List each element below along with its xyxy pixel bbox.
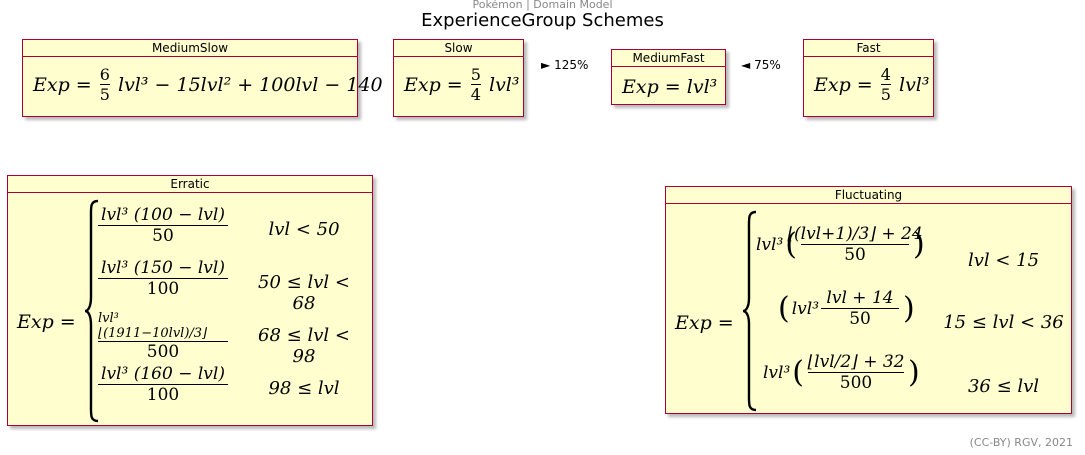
- class-title-medium-slow: MediumSlow: [23, 40, 357, 57]
- denominator: 100: [146, 385, 180, 405]
- denominator: 5: [880, 85, 891, 104]
- class-box-erratic[interactable]: Erratic Exp = lvl³ (100 − lvl)50 lvl³ (1…: [7, 175, 373, 426]
- close-paren-icon: ): [913, 227, 925, 262]
- formula-rest: lvl³: [686, 76, 718, 98]
- erratic-case-4-fraction: lvl³ (160 − lvl)100: [98, 364, 228, 405]
- numerator: lvl³ ⌊(1911−10lvl)/3⌋: [98, 311, 208, 341]
- arrow-right-icon: ►: [541, 58, 551, 72]
- erratic-case-1-fraction: lvl³ (100 − lvl)50: [98, 205, 228, 246]
- class-title-slow: Slow: [394, 40, 523, 57]
- diagram-footer: (CC-BY) RGV, 2021: [969, 436, 1073, 449]
- arrow-left-icon: ◄: [741, 58, 751, 72]
- lvl-cubed: lvl³: [763, 362, 791, 383]
- relation-label: 75%: [754, 58, 781, 72]
- class-box-fast[interactable]: Fast Exp = 4 5 lvl³: [803, 39, 934, 117]
- lvl-cubed: lvl³: [791, 298, 820, 319]
- class-title-medium-fast: MediumFast: [612, 50, 725, 67]
- fraction: 6 5: [99, 65, 110, 104]
- left-brace-icon: [742, 210, 757, 412]
- numerator: lvl + 14: [826, 288, 894, 308]
- class-title-erratic: Erratic: [8, 176, 372, 193]
- denominator: 50: [152, 226, 174, 246]
- erratic-case-2-condition: 50 ≤ lvl < 68: [258, 272, 350, 314]
- left-brace-icon: [84, 199, 99, 423]
- class-title-fluctuating: Fluctuating: [666, 187, 1071, 204]
- open-paren-icon: (: [785, 227, 798, 262]
- exp-label: Exp =: [622, 76, 681, 98]
- class-box-medium-slow[interactable]: MediumSlow Exp = 6 5 lvl³ − 15lvl² + 100…: [22, 39, 383, 117]
- exp-label: Exp =: [17, 311, 76, 333]
- open-paren-icon: (: [792, 355, 805, 390]
- fraction: 5 4: [470, 65, 481, 104]
- exp-label: Exp =: [404, 73, 463, 96]
- relation-label: 125%: [554, 58, 589, 72]
- erratic-case-2-fraction: lvl³ (150 − lvl)100: [98, 258, 228, 299]
- numerator: 6: [99, 65, 110, 84]
- numerator: 5: [470, 65, 481, 84]
- denominator: 4: [470, 85, 481, 104]
- denominator: 100: [146, 279, 180, 299]
- formula-rest: lvl³: [489, 73, 520, 96]
- denominator: 500: [839, 373, 873, 393]
- lvl-cubed: lvl³: [756, 234, 784, 255]
- exp-label: Exp =: [33, 73, 92, 96]
- relation-fast-to-medium-fast: ◄ 75%: [741, 58, 781, 72]
- relation-slow-to-medium-fast: ► 125%: [541, 58, 588, 72]
- erratic-case-4-condition: 98 ≤ lvl: [268, 378, 340, 399]
- diagram-title: ExperienceGroup Schemes: [421, 10, 664, 31]
- numerator: ⌊lvl/2⌋ + 32: [807, 352, 905, 372]
- exp-label: Exp =: [675, 312, 734, 334]
- denominator: 50: [849, 309, 871, 329]
- close-paren-icon: ): [908, 355, 920, 390]
- fluctuating-case-3-condition: 36 ≤ lvl: [967, 376, 1040, 397]
- close-paren-icon: ): [903, 291, 915, 326]
- erratic-case-3-condition: 68 ≤ lvl < 98: [258, 325, 350, 367]
- fluctuating-case-1-condition: lvl < 15: [967, 250, 1040, 271]
- class-box-medium-fast[interactable]: MediumFast Exp = lvl³: [611, 49, 726, 105]
- numerator: lvl³ (150 − lvl): [101, 258, 225, 278]
- exp-label: Exp =: [814, 73, 873, 96]
- erratic-case-1-condition: lvl < 50: [268, 219, 340, 240]
- denominator: 5: [99, 85, 110, 104]
- numerator: ⌊(lvl+1)/3⌋ + 24: [787, 224, 923, 244]
- class-box-fluctuating[interactable]: Fluctuating Exp = lvl³ ( ⌊(lvl+1)/3⌋ + 2…: [665, 186, 1072, 414]
- fraction: 4 5: [880, 65, 891, 104]
- formula-rest: lvl³ − 15lvl² + 100lvl − 140: [118, 73, 383, 96]
- numerator: lvl³ (100 − lvl): [101, 205, 225, 225]
- numerator: 4: [880, 65, 891, 84]
- fluctuating-case-2-condition: 15 ≤ lvl < 36: [943, 312, 1064, 333]
- class-box-slow[interactable]: Slow Exp = 5 4 lvl³: [393, 39, 524, 117]
- diagram-header: Pokémon | Domain Model: [472, 0, 613, 11]
- formula-rest: lvl³: [899, 73, 930, 96]
- numerator: lvl³ (160 − lvl): [101, 364, 225, 384]
- denominator: 500: [146, 342, 180, 362]
- open-paren-icon: (: [778, 291, 790, 326]
- denominator: 50: [844, 245, 866, 265]
- erratic-case-3-fraction: lvl³ ⌊(1911−10lvl)/3⌋500: [98, 311, 228, 362]
- formula-erratic: Exp = lvl³ (100 − lvl)50 lvl³ (150 − lvl…: [8, 193, 372, 426]
- class-title-fast: Fast: [804, 40, 933, 57]
